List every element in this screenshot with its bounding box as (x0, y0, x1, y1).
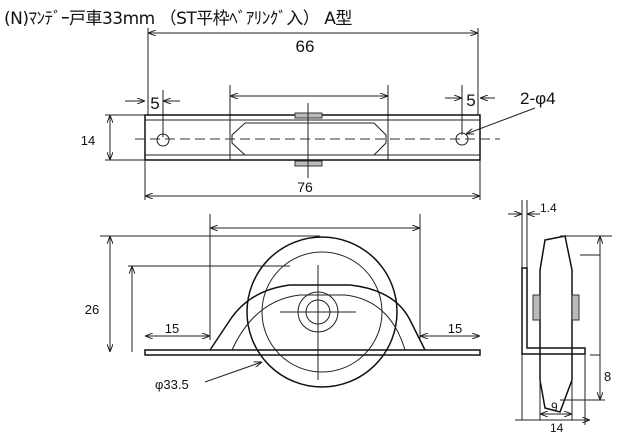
drawing-title: (N)ﾏﾝﾃﾞｰ戸車33mm （ST平枠ﾍﾞｱﾘﾝｸﾞ入） A型 (4, 9, 352, 29)
dim-1-4: 1.4 (540, 201, 557, 215)
dim-5-left: 5 (150, 94, 159, 113)
dim-wheel-diameter: φ33.5 (155, 377, 189, 392)
dim-5-right: 5 (466, 91, 475, 110)
dim-9: 9 (551, 400, 558, 414)
front-view: 26 15 15 φ33.5 (85, 214, 481, 392)
dim-8: 8 (604, 369, 611, 384)
dim-76: 76 (297, 179, 313, 195)
hole-callout: 2-φ4 (520, 89, 556, 108)
dim-15-right: 15 (448, 321, 462, 336)
top-view: 66 5 5 2-φ4 14 76 (81, 28, 556, 200)
dim-14-side: 14 (550, 421, 564, 435)
dim-14: 14 (81, 133, 95, 148)
side-view: 1.4 8 9 14 (508, 200, 612, 435)
dim-15-left: 15 (165, 321, 179, 336)
dim-66: 66 (296, 37, 315, 56)
dim-26: 26 (85, 302, 99, 317)
